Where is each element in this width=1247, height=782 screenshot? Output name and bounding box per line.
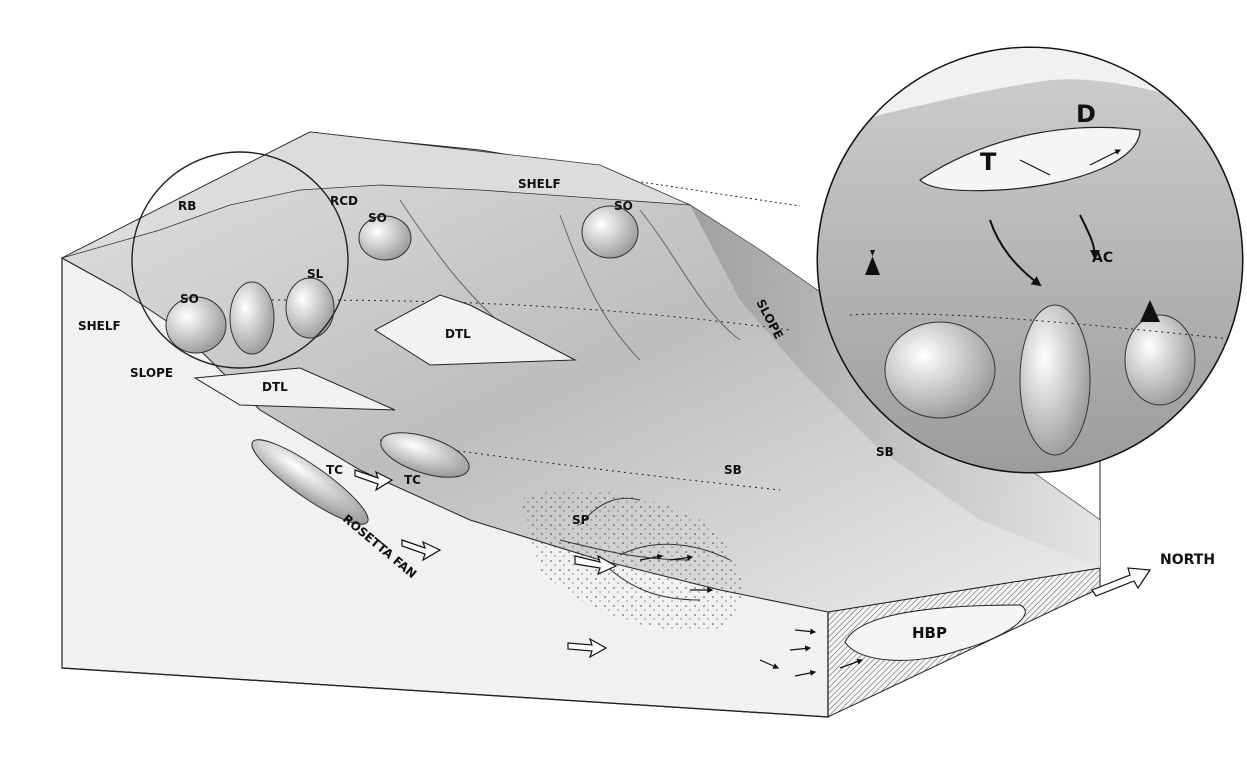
label-sb-1: SB [724,463,742,477]
label-sb-2: SB [876,445,894,459]
label-shelf-top: SHELF [518,177,561,191]
label-tc-1: TC [326,463,343,477]
label-shelf-left: SHELF [78,319,121,333]
inset-magnified-view [818,48,1242,472]
label-so-3: SO [180,292,199,306]
inset-label-ac: AC [1092,250,1113,266]
label-sp: SP [572,513,590,527]
label-rcd: RCD [330,194,358,208]
inset-label-d: D [1076,100,1096,128]
label-hbp: HBP [912,624,947,642]
label-tc-2: TC [404,473,421,487]
label-so-1: SO [368,211,387,225]
label-dtl-1: DTL [445,327,471,341]
inset-label-t: T [980,148,997,176]
label-so-2: SO [614,199,633,213]
label-sl: SL [307,267,324,281]
label-north: NORTH [1160,552,1215,568]
label-rb: RB [178,199,196,213]
label-slope-left: SLOPE [130,366,173,380]
label-dtl-2: DTL [262,380,288,394]
